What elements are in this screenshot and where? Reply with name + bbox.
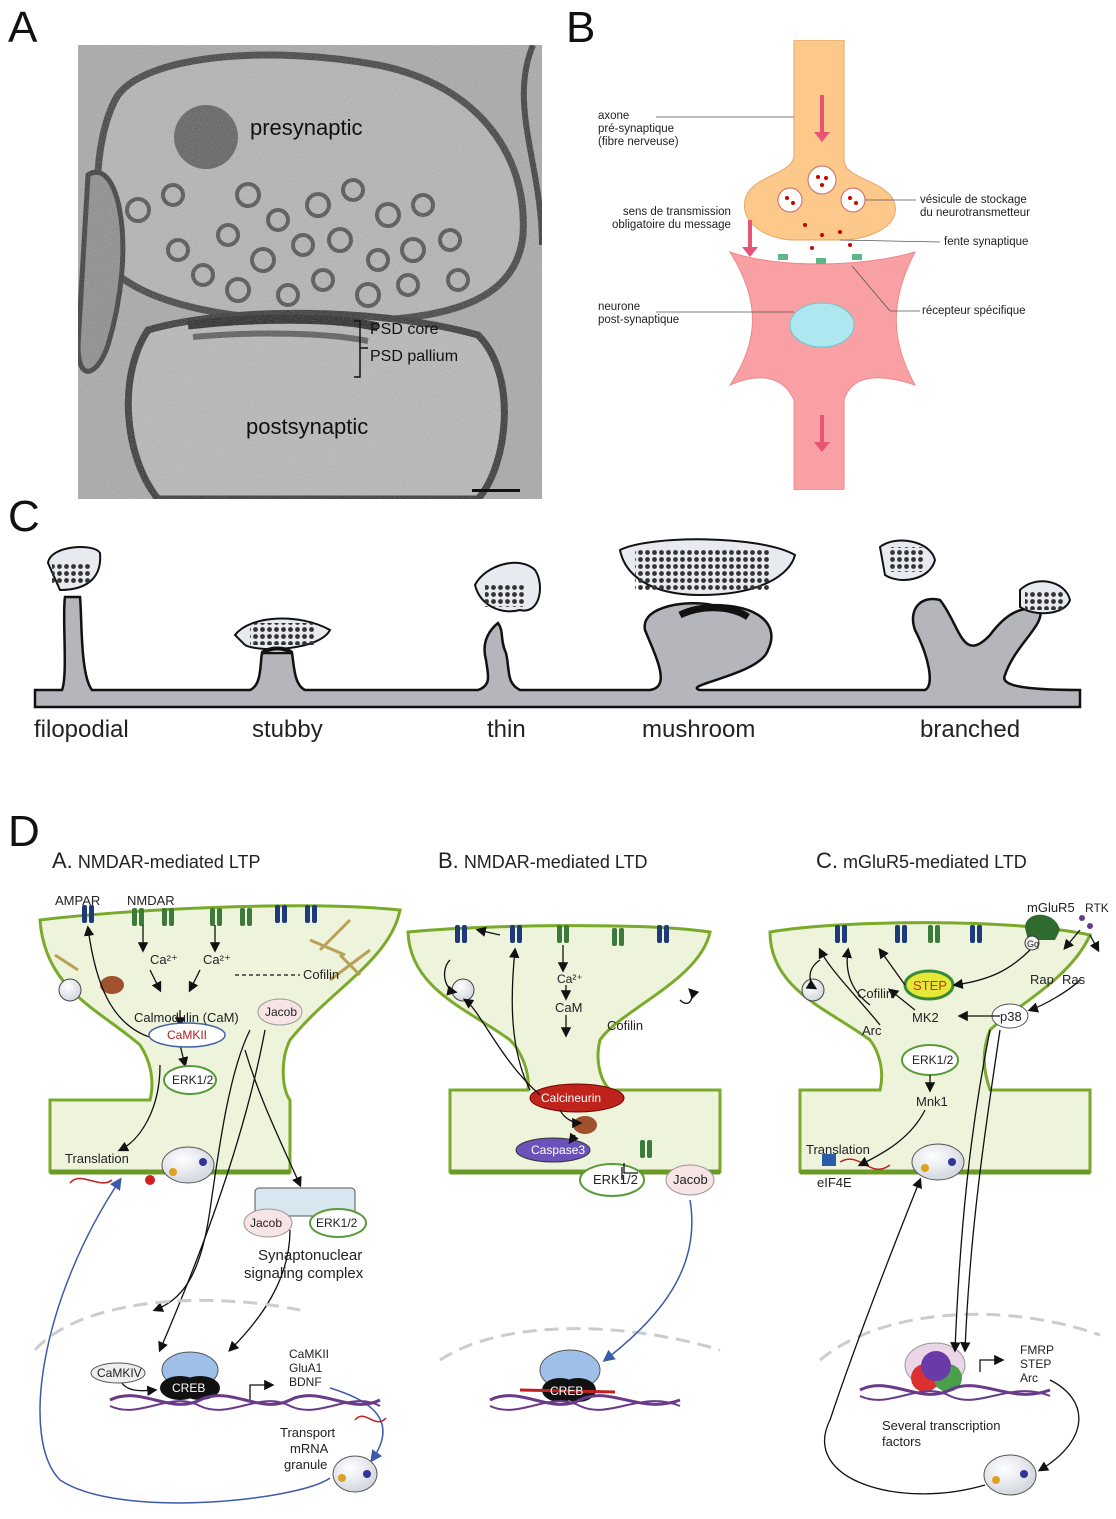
- erk-label-b: ERK1/2: [593, 1172, 638, 1187]
- recepteur-label: récepteur spécifique: [922, 305, 1026, 318]
- spine-thin: [475, 563, 540, 611]
- tf-label-1: Several transcription: [882, 1418, 1001, 1433]
- nucleus: [790, 303, 854, 347]
- cofilin-label: Cofilin: [303, 967, 339, 982]
- camkii-label: CaMKII: [167, 1028, 207, 1042]
- dendrite-shaft: [35, 597, 1080, 707]
- arc-label: Arc: [862, 1023, 882, 1038]
- psd-core-label: PSD core: [370, 321, 438, 339]
- panel-label-a: A: [8, 6, 37, 50]
- mnk1-label: Mnk1: [916, 1094, 948, 1109]
- ca-label-b: Ca²⁺: [557, 972, 583, 986]
- calcineurin-label: Calcineurin: [541, 1091, 601, 1105]
- subpanel-c-title: C. mGluR5-mediated LTD: [816, 848, 1027, 874]
- spine-filopodial: [48, 547, 100, 590]
- p38-label: p38: [1000, 1009, 1022, 1024]
- calmodulin-label: Calmodulin (CaM): [134, 1010, 239, 1025]
- rap-label: Rap: [1030, 972, 1054, 987]
- gene-bdnf: BDNF: [289, 1375, 322, 1389]
- mk2-label: MK2: [912, 1010, 939, 1025]
- cofilin-label-b: Cofilin: [607, 1018, 643, 1033]
- transport-1: Transport: [280, 1425, 336, 1440]
- creb-label-a: CREB: [172, 1381, 205, 1395]
- panel-label-c: C: [8, 495, 40, 539]
- jacob-label-b: Jacob: [673, 1172, 708, 1187]
- postsynaptic-label: postsynaptic: [246, 414, 368, 440]
- translation-label-c: Translation: [806, 1142, 870, 1157]
- nmdar-label: NMDAR: [127, 893, 175, 908]
- camkiv-label: CaMKIV: [97, 1366, 142, 1380]
- caspase-label: Caspase3: [531, 1143, 585, 1157]
- rtk-label: RTK: [1085, 901, 1109, 915]
- tf-label-2: factors: [882, 1434, 922, 1449]
- ca-label-2: Ca²⁺: [203, 952, 231, 967]
- spine-label-filopodial: filopodial: [34, 716, 129, 744]
- spine-label-stubby: stubby: [252, 716, 323, 744]
- electron-micrograph: presynaptic PSD core PSD pallium postsyn…: [78, 45, 542, 499]
- gq-label: Gq: [1027, 939, 1039, 949]
- mglur5-label: mGluR5: [1027, 900, 1075, 915]
- spine-label-branched: branched: [920, 716, 1020, 744]
- complex-jacob-label: Jacob: [250, 1216, 282, 1230]
- complex-title-1: Synaptonuclear: [258, 1247, 362, 1264]
- gene-arc: Arc: [1020, 1371, 1038, 1385]
- transport-2: mRNA: [290, 1441, 329, 1456]
- psd-pallium-label: PSD pallium: [370, 348, 458, 366]
- ras-label: Ras: [1062, 972, 1086, 987]
- signaling-diagram: AMPAR NMDAR Ca²⁺ Ca²⁺ Cofilin Calmodulin…: [0, 880, 1116, 1519]
- ampar-label: AMPAR: [55, 893, 100, 908]
- spine-c: [770, 915, 1100, 1495]
- gene-fmrp: FMRP: [1020, 1343, 1054, 1357]
- presynaptic-label: presynaptic: [250, 115, 363, 141]
- spine-mushroom: [620, 539, 795, 617]
- step-label: STEP: [913, 978, 947, 993]
- transport-3: granule: [284, 1457, 327, 1472]
- complex-erk-label: ERK1/2: [316, 1216, 358, 1230]
- erk-label-a: ERK1/2: [172, 1073, 214, 1087]
- postsynaptic-neuron: [730, 252, 915, 490]
- erk-label-c: ERK1/2: [912, 1053, 954, 1067]
- spine-label-thin: thin: [487, 716, 526, 744]
- cofilin-label-c: Cofilin: [857, 986, 893, 1001]
- spine-branched: [880, 541, 1070, 614]
- jacob-label: Jacob: [265, 1005, 297, 1019]
- creb-label-b: CREB: [550, 1384, 583, 1398]
- translation-label-a: Translation: [65, 1151, 129, 1166]
- fente-label: fente synaptique: [944, 236, 1028, 249]
- eif4e-label: eIF4E: [817, 1175, 852, 1190]
- complex-title-2: signaling complex: [244, 1265, 364, 1282]
- panel-label-d: D: [8, 810, 40, 854]
- subpanel-a-title: A. NMDAR-mediated LTP: [52, 848, 261, 874]
- gene-camkii: CaMKII: [289, 1347, 329, 1361]
- gene-step: STEP: [1020, 1357, 1051, 1371]
- spine-diagram: [0, 535, 1116, 715]
- gene-glua1: GluA1: [289, 1361, 323, 1375]
- ca-label-1: Ca²⁺: [150, 952, 178, 967]
- cam-label-b: CaM: [555, 1000, 582, 1015]
- spine-b: [408, 925, 720, 1410]
- synapse-schematic: [560, 40, 1116, 490]
- subpanel-b-title: B. NMDAR-mediated LTD: [438, 848, 648, 874]
- spine-label-mushroom: mushroom: [642, 716, 755, 744]
- spine-stubby: [235, 619, 330, 653]
- presynaptic-terminal: [744, 40, 895, 240]
